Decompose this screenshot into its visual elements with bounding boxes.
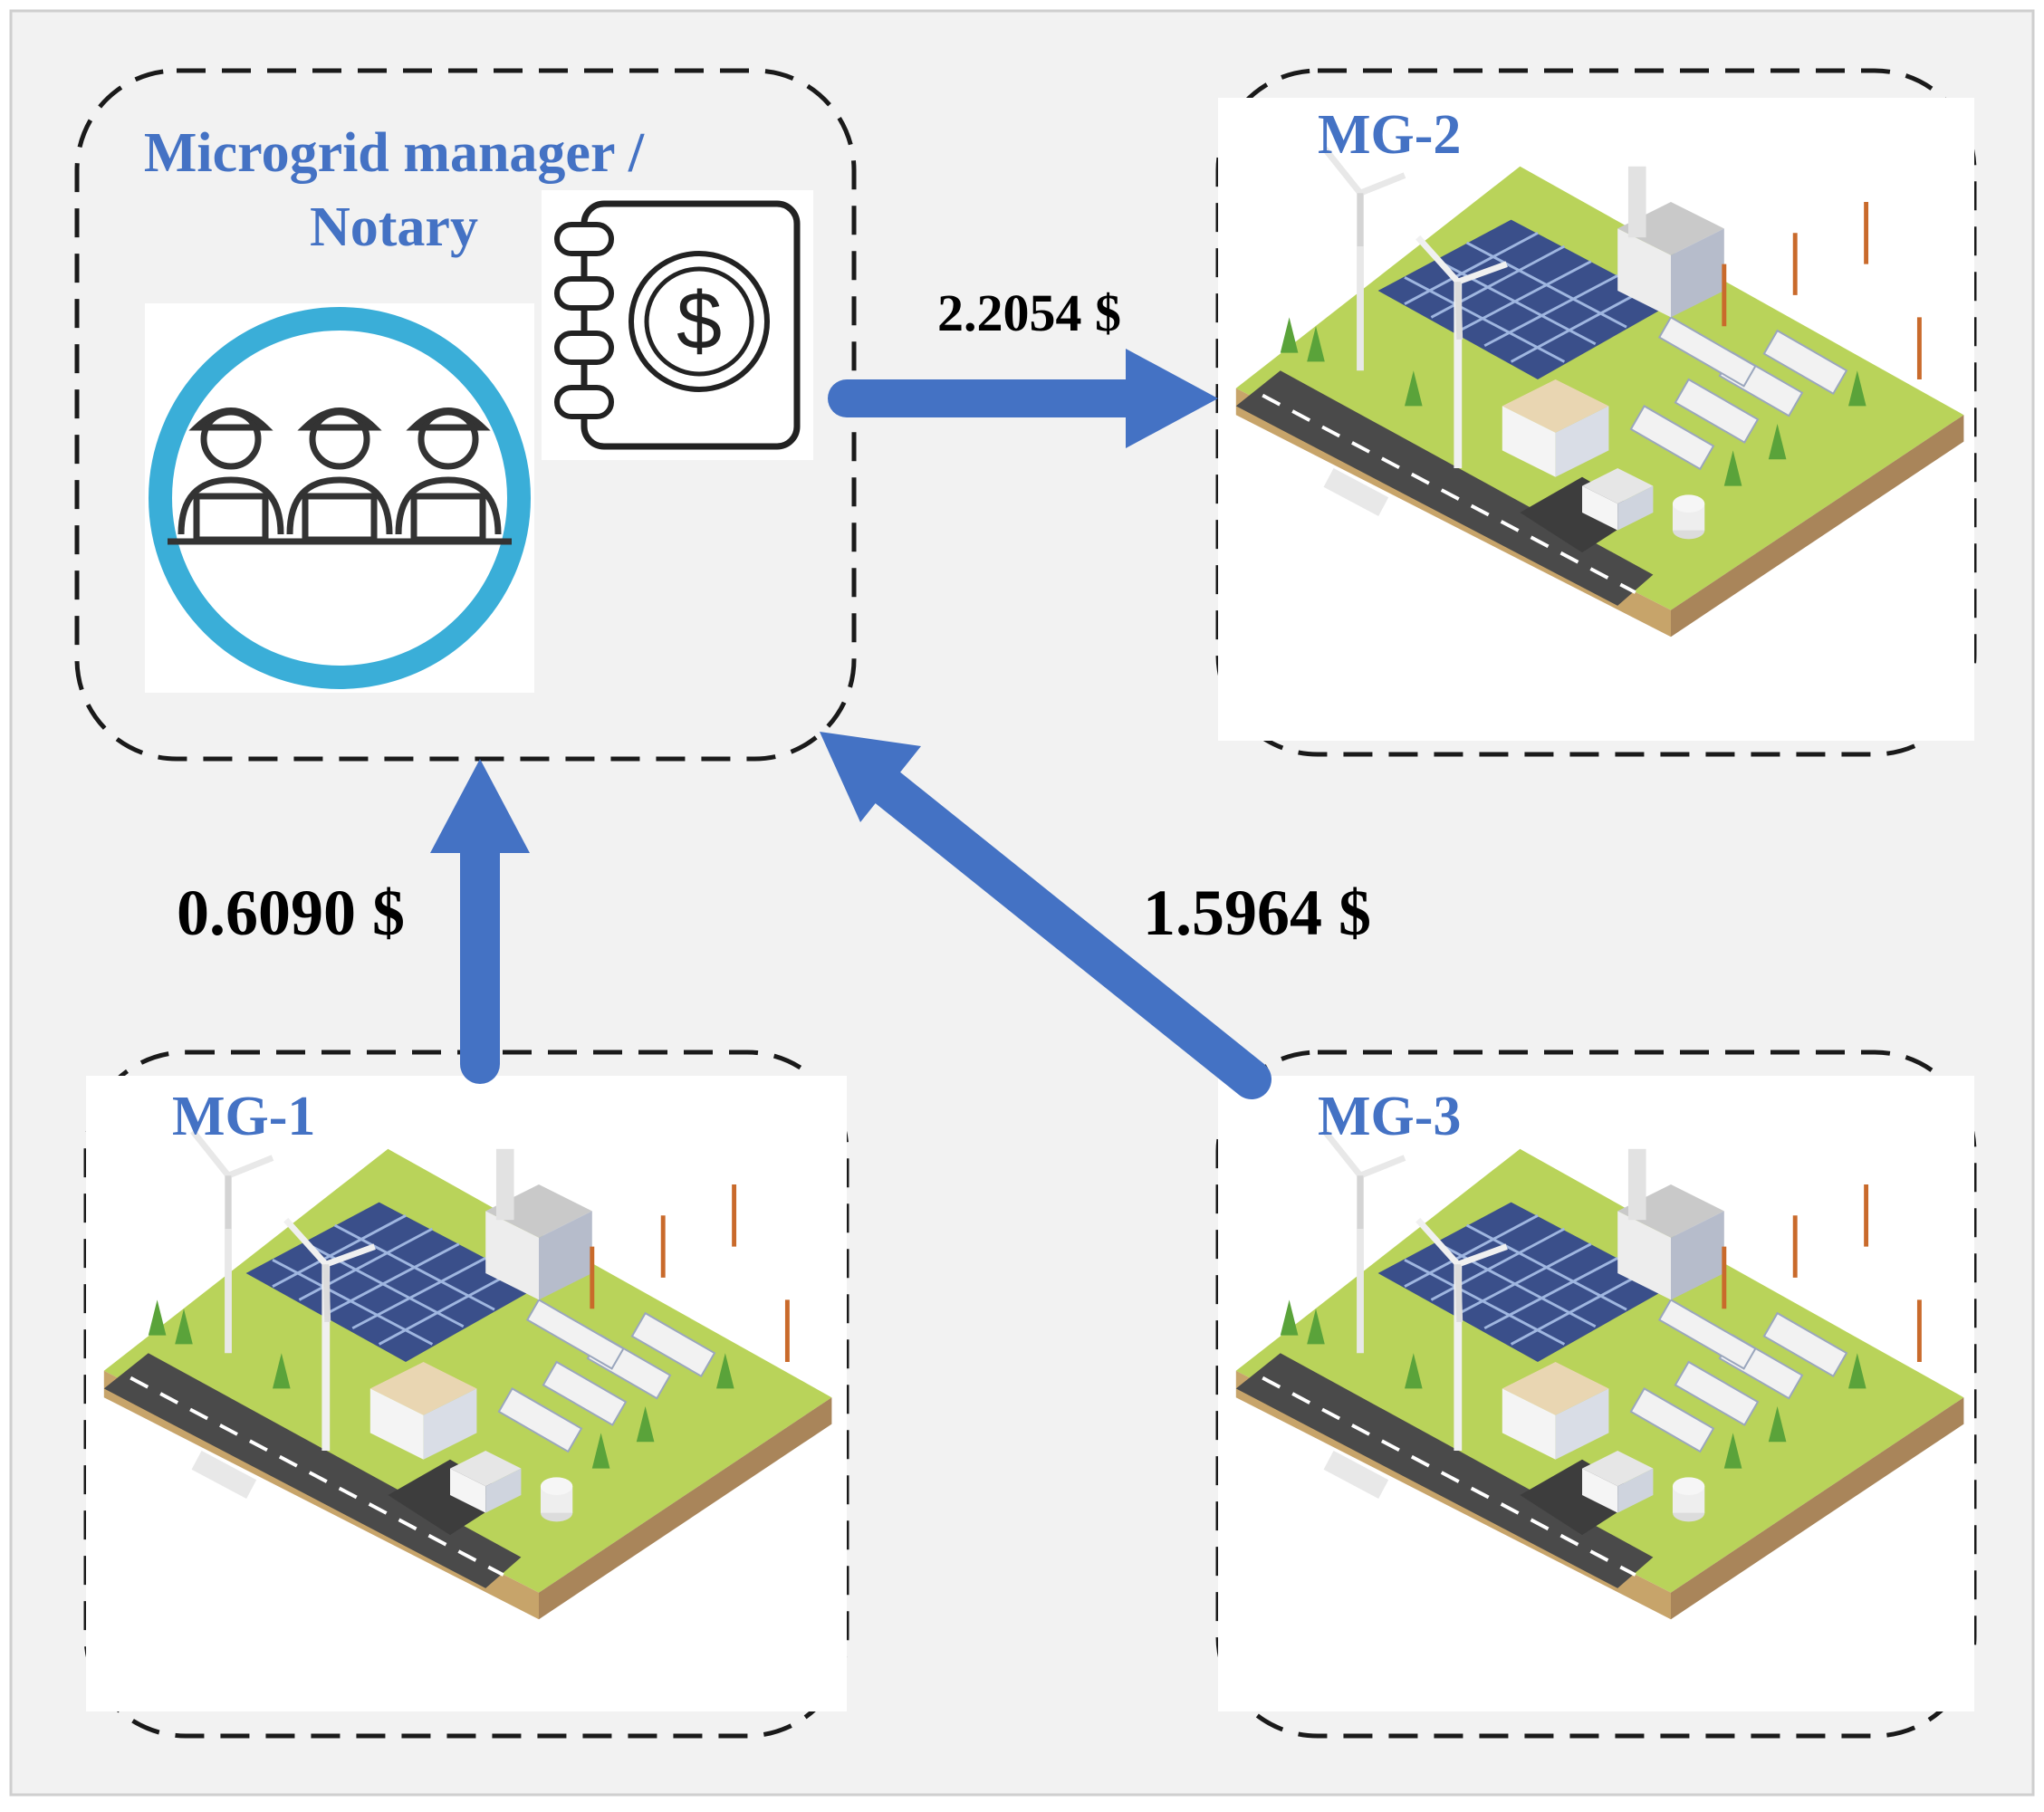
people-at-laptops-icon [145,303,534,693]
mg3-label: MG-3 [1318,1086,1462,1147]
flow-amount-manager-to-mg2: 2.2054 $ [937,283,1121,342]
arrow-mg3-to-manager [820,732,1272,1099]
flow-amount-mg3-to-manager: 1.5964 $ [1143,877,1371,949]
manager-title-line1: Microgrid manager / [143,122,645,184]
manager-title-line2: Notary [310,197,478,258]
flow-amount-mg1-to-manager: 0.6090 $ [177,877,405,949]
svg-text:$: $ [677,276,722,367]
ledger-dollar-icon: $ [542,190,813,460]
mg1-label: MG-1 [172,1086,316,1147]
arrow-manager-to-mg2 [828,349,1218,448]
arrow-mg1-to-manager [430,759,530,1084]
mg2-label: MG-2 [1318,104,1462,166]
manager-title: Microgrid manager / Notary [77,116,711,264]
